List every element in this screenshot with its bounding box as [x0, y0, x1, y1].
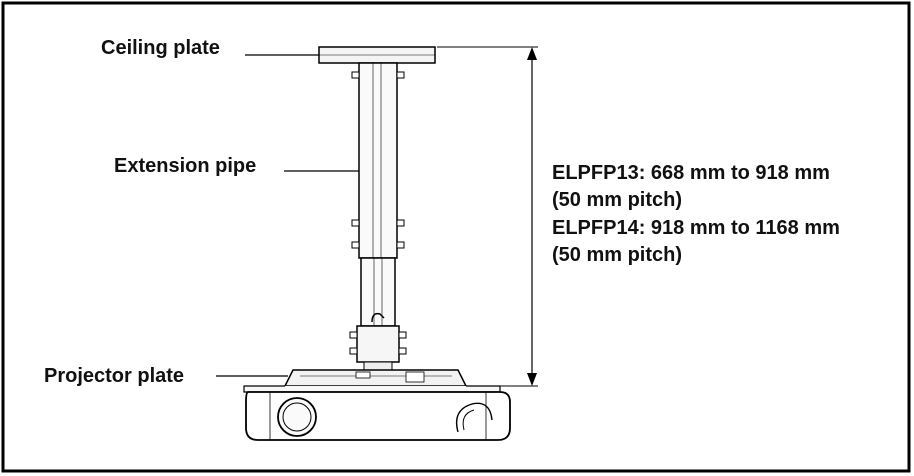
spec-line-1: ELPFP13: 668 mm to 918 mm [552, 162, 830, 184]
ceiling-plate [318, 46, 436, 64]
extension-pipe [351, 62, 405, 259]
spec-line-3: ELPFP14: 918 mm to 1168 mm [552, 217, 840, 239]
spec-line-2: (50 mm pitch) [552, 189, 683, 211]
projector-plate-label: Projector plate [44, 365, 185, 387]
lens-icon [277, 397, 317, 437]
projector-body [245, 391, 511, 441]
joint-block [349, 325, 407, 371]
ceiling-plate-label: Ceiling plate [101, 37, 220, 59]
extension-pipe-label: Extension pipe [114, 155, 257, 177]
height-dimension-line [437, 46, 538, 387]
spec-line-4: (50 mm pitch) [552, 244, 683, 266]
lower-pipe [360, 257, 396, 327]
projector-plate [243, 369, 501, 393]
